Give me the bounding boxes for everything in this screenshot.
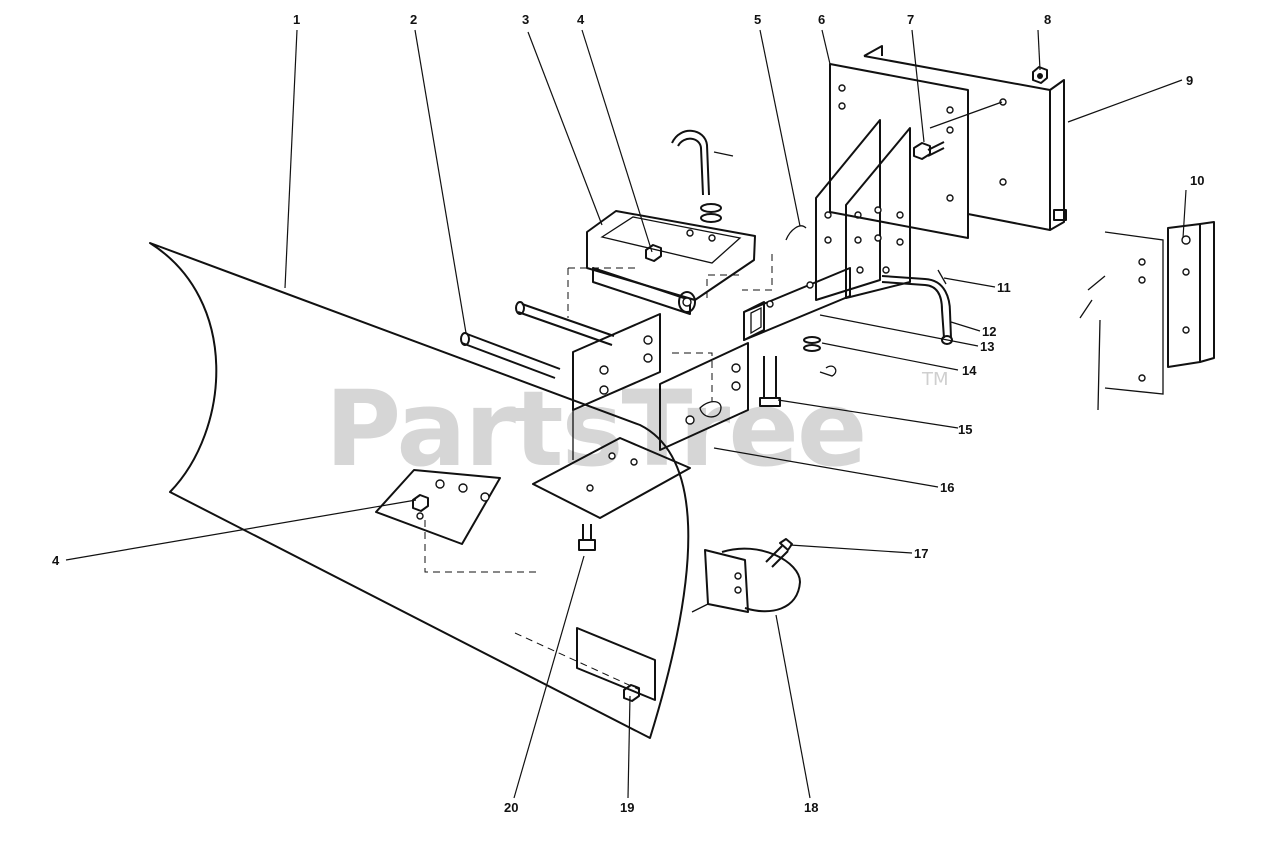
callout-1: 1 [293,12,300,27]
callout-8: 8 [1044,12,1051,27]
callout-12: 12 [982,324,996,339]
pivot-pin-part-2 [460,301,615,379]
swivel-plate-part-16 [424,267,749,573]
callout-13: 13 [980,339,994,354]
skid-shoe-part-18 [691,547,801,613]
hitch-pin-part-12 [881,269,953,345]
bolt-part-20 [578,524,596,551]
callout-14: 14 [962,363,977,378]
callout-18: 18 [804,800,818,815]
blade-part-1 [149,242,690,739]
callout-20: 20 [504,800,518,815]
hardware-parts-13-15 [759,336,837,407]
bolt-part-7 [913,141,945,160]
callout-3: 3 [522,12,529,27]
callout-5: 5 [754,12,761,27]
nut-part-19 [623,684,640,702]
callout-2: 2 [410,12,417,27]
callout-4-lower: 4 [52,553,60,568]
callout-4-upper: 4 [577,12,585,27]
callout-15: 15 [958,422,972,437]
callout-19: 19 [620,800,634,815]
leader-lines [65,29,1187,799]
callout-11: 11 [997,280,1011,295]
mount-bracket [815,119,911,301]
hinge-bracket-part-3 [586,129,756,315]
callout-6: 6 [818,12,825,27]
frame-bracket-part-9 [863,45,1067,231]
watermark-trademark: TM [921,369,949,390]
callout-10: 10 [1190,173,1204,188]
callout-7: 7 [907,12,914,27]
bolt-part-17 [765,538,793,568]
watermark-text: PartsTree [325,368,865,490]
callout-labels: 1 2 3 4 5 6 7 8 9 10 11 12 13 14 15 16 4… [52,12,1204,815]
callout-16: 16 [940,480,954,495]
callout-17: 17 [914,546,928,561]
nut-part-8 [1032,66,1048,84]
backing-plate-part-6 [829,63,969,239]
side-bracket-part-10 [1079,221,1215,411]
callout-9: 9 [1186,73,1193,88]
